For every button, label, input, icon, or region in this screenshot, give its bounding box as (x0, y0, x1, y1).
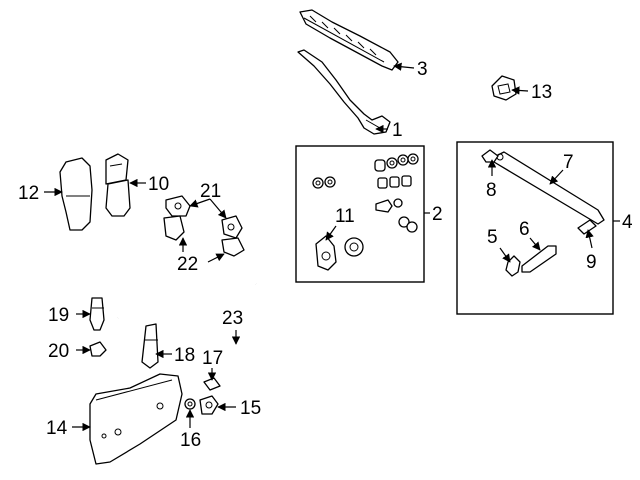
callout-4: 4 (622, 212, 633, 233)
callout-17: 17 (202, 348, 223, 369)
callout-2: 2 (432, 204, 443, 225)
callout-11: 11 (335, 206, 355, 227)
bracket-upper (165, 195, 243, 239)
callout-18: 18 (174, 345, 195, 366)
leader-lines (44, 62, 620, 432)
callout-13: 13 (531, 82, 552, 103)
callout-15: 15 (240, 398, 261, 419)
washer-nozzle (89, 297, 105, 331)
bushing-plate (315, 235, 364, 271)
drive-link (493, 151, 605, 225)
callout-5: 5 (487, 227, 498, 248)
callout-10: 10 (148, 174, 169, 195)
callout-16: 16 (180, 430, 201, 451)
callout-3: 3 (417, 59, 428, 80)
wiper-blade (299, 9, 399, 71)
callout-6: 6 (519, 219, 530, 240)
callout-19: 19 (48, 305, 69, 326)
callout-12: 12 (18, 183, 39, 204)
motor-cover (59, 157, 93, 231)
washer-pump (141, 323, 159, 369)
pivot-stud (577, 219, 597, 235)
callout-labels: 1 2 3 4 5 6 7 8 9 10 11 12 13 14 15 16 1… (18, 59, 633, 451)
callout-21: 21 (200, 181, 221, 202)
callout-9: 9 (586, 252, 597, 273)
callout-20: 20 (48, 341, 69, 362)
grommet (184, 398, 196, 410)
callout-23: 23 (222, 308, 243, 329)
washer-hose (117, 282, 292, 346)
reservoir-elbow (199, 395, 219, 415)
pivot-pin (481, 149, 499, 163)
wiper-motor (105, 153, 131, 217)
kit-box-4 (456, 141, 614, 315)
clip (89, 341, 107, 357)
linkage-arm (521, 245, 557, 273)
callout-1: 1 (392, 120, 403, 141)
bracket-lower (163, 215, 245, 257)
kit-2-hardware (312, 153, 419, 233)
callout-14: 14 (46, 418, 68, 439)
kit-box-2 (295, 145, 425, 283)
callout-22: 22 (177, 254, 198, 275)
washer-reservoir (89, 373, 183, 465)
arm-cap (491, 75, 517, 101)
callout-8: 8 (486, 180, 497, 201)
callout-7: 7 (563, 152, 574, 173)
